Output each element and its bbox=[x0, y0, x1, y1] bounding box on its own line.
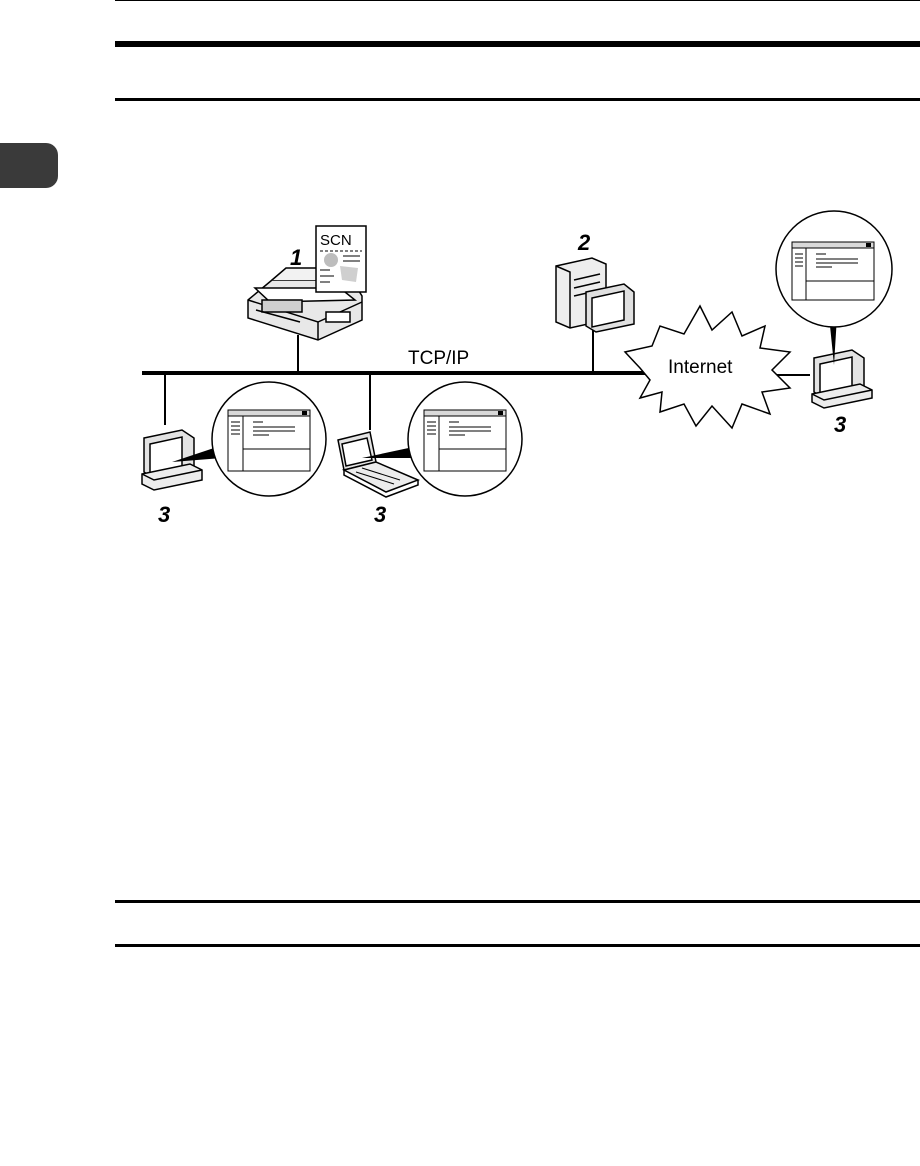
callout-laptop-client: 3 bbox=[374, 502, 386, 527]
callout-desktop-client: 3 bbox=[158, 502, 170, 527]
remote-client-computer bbox=[812, 350, 872, 408]
document-label: SCN bbox=[320, 232, 352, 249]
callout-server: 2 bbox=[577, 230, 591, 255]
network-label: TCP/IP bbox=[408, 348, 469, 369]
scan-document: SCN bbox=[316, 226, 366, 292]
laptop-browser-zoom bbox=[408, 382, 522, 496]
callout-scanner: 1 bbox=[290, 245, 302, 270]
callout-remote-client: 3 bbox=[834, 412, 846, 437]
internet-cloud: Internet bbox=[625, 306, 790, 428]
server-computer bbox=[556, 258, 634, 332]
cloud-label: Internet bbox=[668, 357, 733, 378]
desktop-browser-zoom bbox=[212, 382, 326, 496]
remote-browser-zoom bbox=[776, 211, 892, 327]
laptop-client-computer bbox=[338, 432, 418, 497]
